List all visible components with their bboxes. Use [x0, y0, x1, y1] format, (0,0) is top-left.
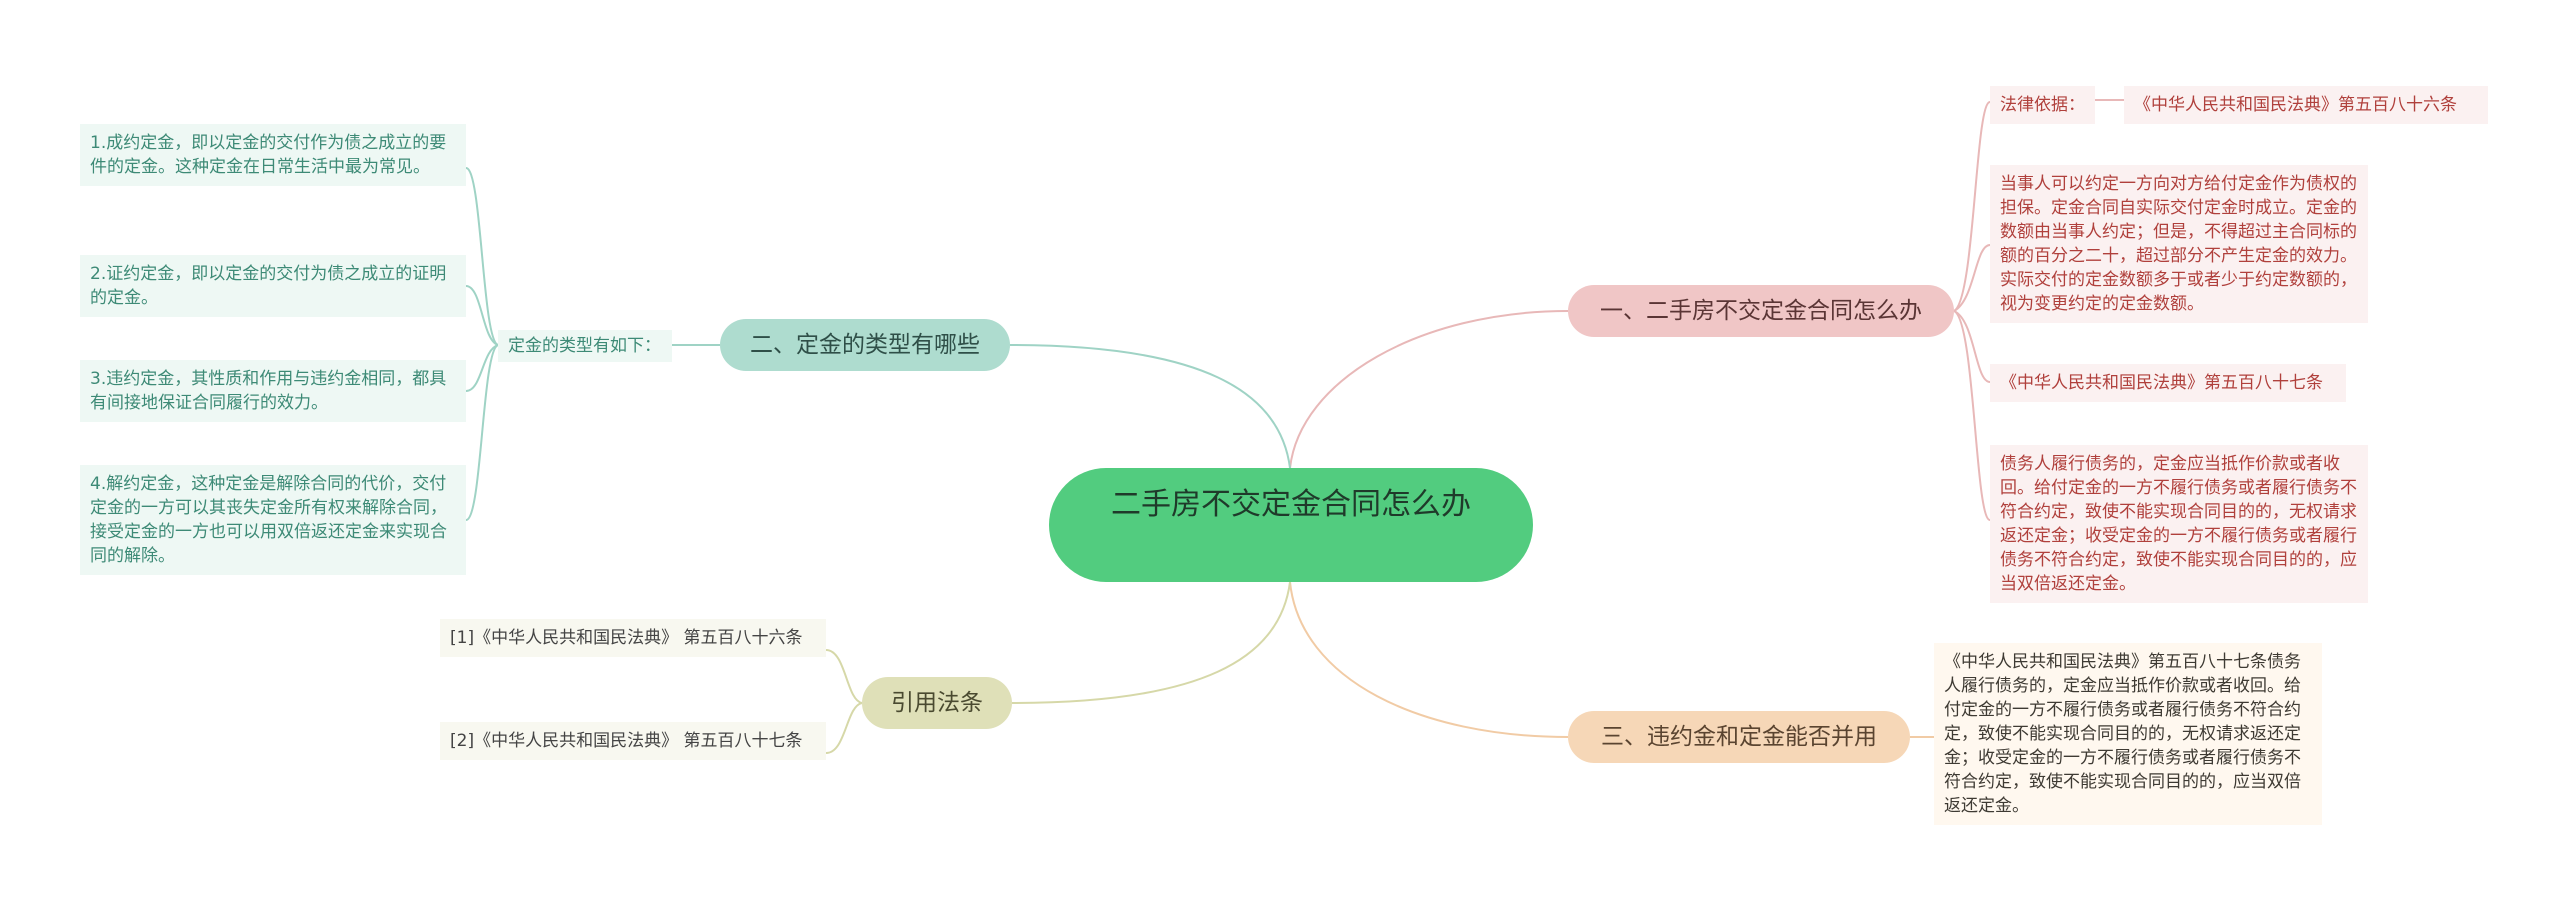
connector-root-branch2: [1009, 344, 1291, 469]
branch-topic-2[interactable]: 二、定金的类型有哪些: [720, 319, 1010, 371]
connector-sub-item1: [465, 167, 499, 346]
branch1-ref2[interactable]: 《中华人民共和国民法典》第五百八十七条: [1990, 364, 2346, 402]
connector-sub-item4: [465, 344, 499, 521]
type-item-4[interactable]: 4.解约定金，这种定金是解除合同的代价，交付定金的一方可以其丧失定金所有权来解除…: [80, 465, 466, 575]
connector-sub-item3: [465, 344, 499, 392]
connector-b1-para2: [1953, 310, 1991, 521]
cited-law-2[interactable]: [2]《中华人民共和国民法典》 第五百八十七条: [440, 722, 826, 760]
root-topic[interactable]: 二手房不交定金合同怎么办: [1049, 468, 1533, 582]
branch3-text[interactable]: 《中华人民共和国民法典》第五百八十七条债务人履行债务的，定金应当抵作价款或者收回…: [1934, 643, 2322, 825]
branch1-para2[interactable]: 债务人履行债务的，定金应当抵作价款或者收回。给付定金的一方不履行债务或者履行债务…: [1990, 445, 2368, 603]
branch1-para1[interactable]: 当事人可以约定一方向对方给付定金作为债权的担保。定金合同自实际交付定金时成立。定…: [1990, 165, 2368, 323]
connector-b4-item2: [825, 702, 863, 754]
branch-topic-4[interactable]: 引用法条: [862, 677, 1012, 729]
connector-b1-ref2: [1953, 310, 1991, 383]
legal-basis-label[interactable]: 法律依据：: [1990, 86, 2095, 124]
types-sublabel[interactable]: 定金的类型有如下：: [498, 330, 672, 362]
connector-root-branch4: [1011, 581, 1291, 704]
branch-topic-1[interactable]: 一、二手房不交定金合同怎么办: [1568, 285, 1954, 337]
type-item-1[interactable]: 1.成约定金，即以定金的交付作为债之成立的要件的定金。这种定金在日常生活中最为常…: [80, 124, 466, 186]
connector-b1-para1: [1953, 244, 1991, 312]
type-item-2[interactable]: 2.证约定金，即以定金的交付为债之成立的证明的定金。: [80, 255, 466, 317]
connector-root-branch1: [1289, 310, 1569, 469]
connector-root-branch3: [1289, 581, 1569, 738]
connector-b4-item1: [825, 649, 863, 704]
legal-basis-ref[interactable]: 《中华人民共和国民法典》第五百八十六条: [2124, 86, 2488, 124]
connector-b1-legal: [1953, 101, 1991, 312]
cited-law-1[interactable]: [1]《中华人民共和国民法典》 第五百八十六条: [440, 619, 826, 657]
type-item-3[interactable]: 3.违约定金，其性质和作用与违约金相同，都具有间接地保证合同履行的效力。: [80, 360, 466, 422]
branch-topic-3[interactable]: 三、违约金和定金能否并用: [1568, 711, 1910, 763]
connector-sub-item2: [465, 285, 499, 346]
